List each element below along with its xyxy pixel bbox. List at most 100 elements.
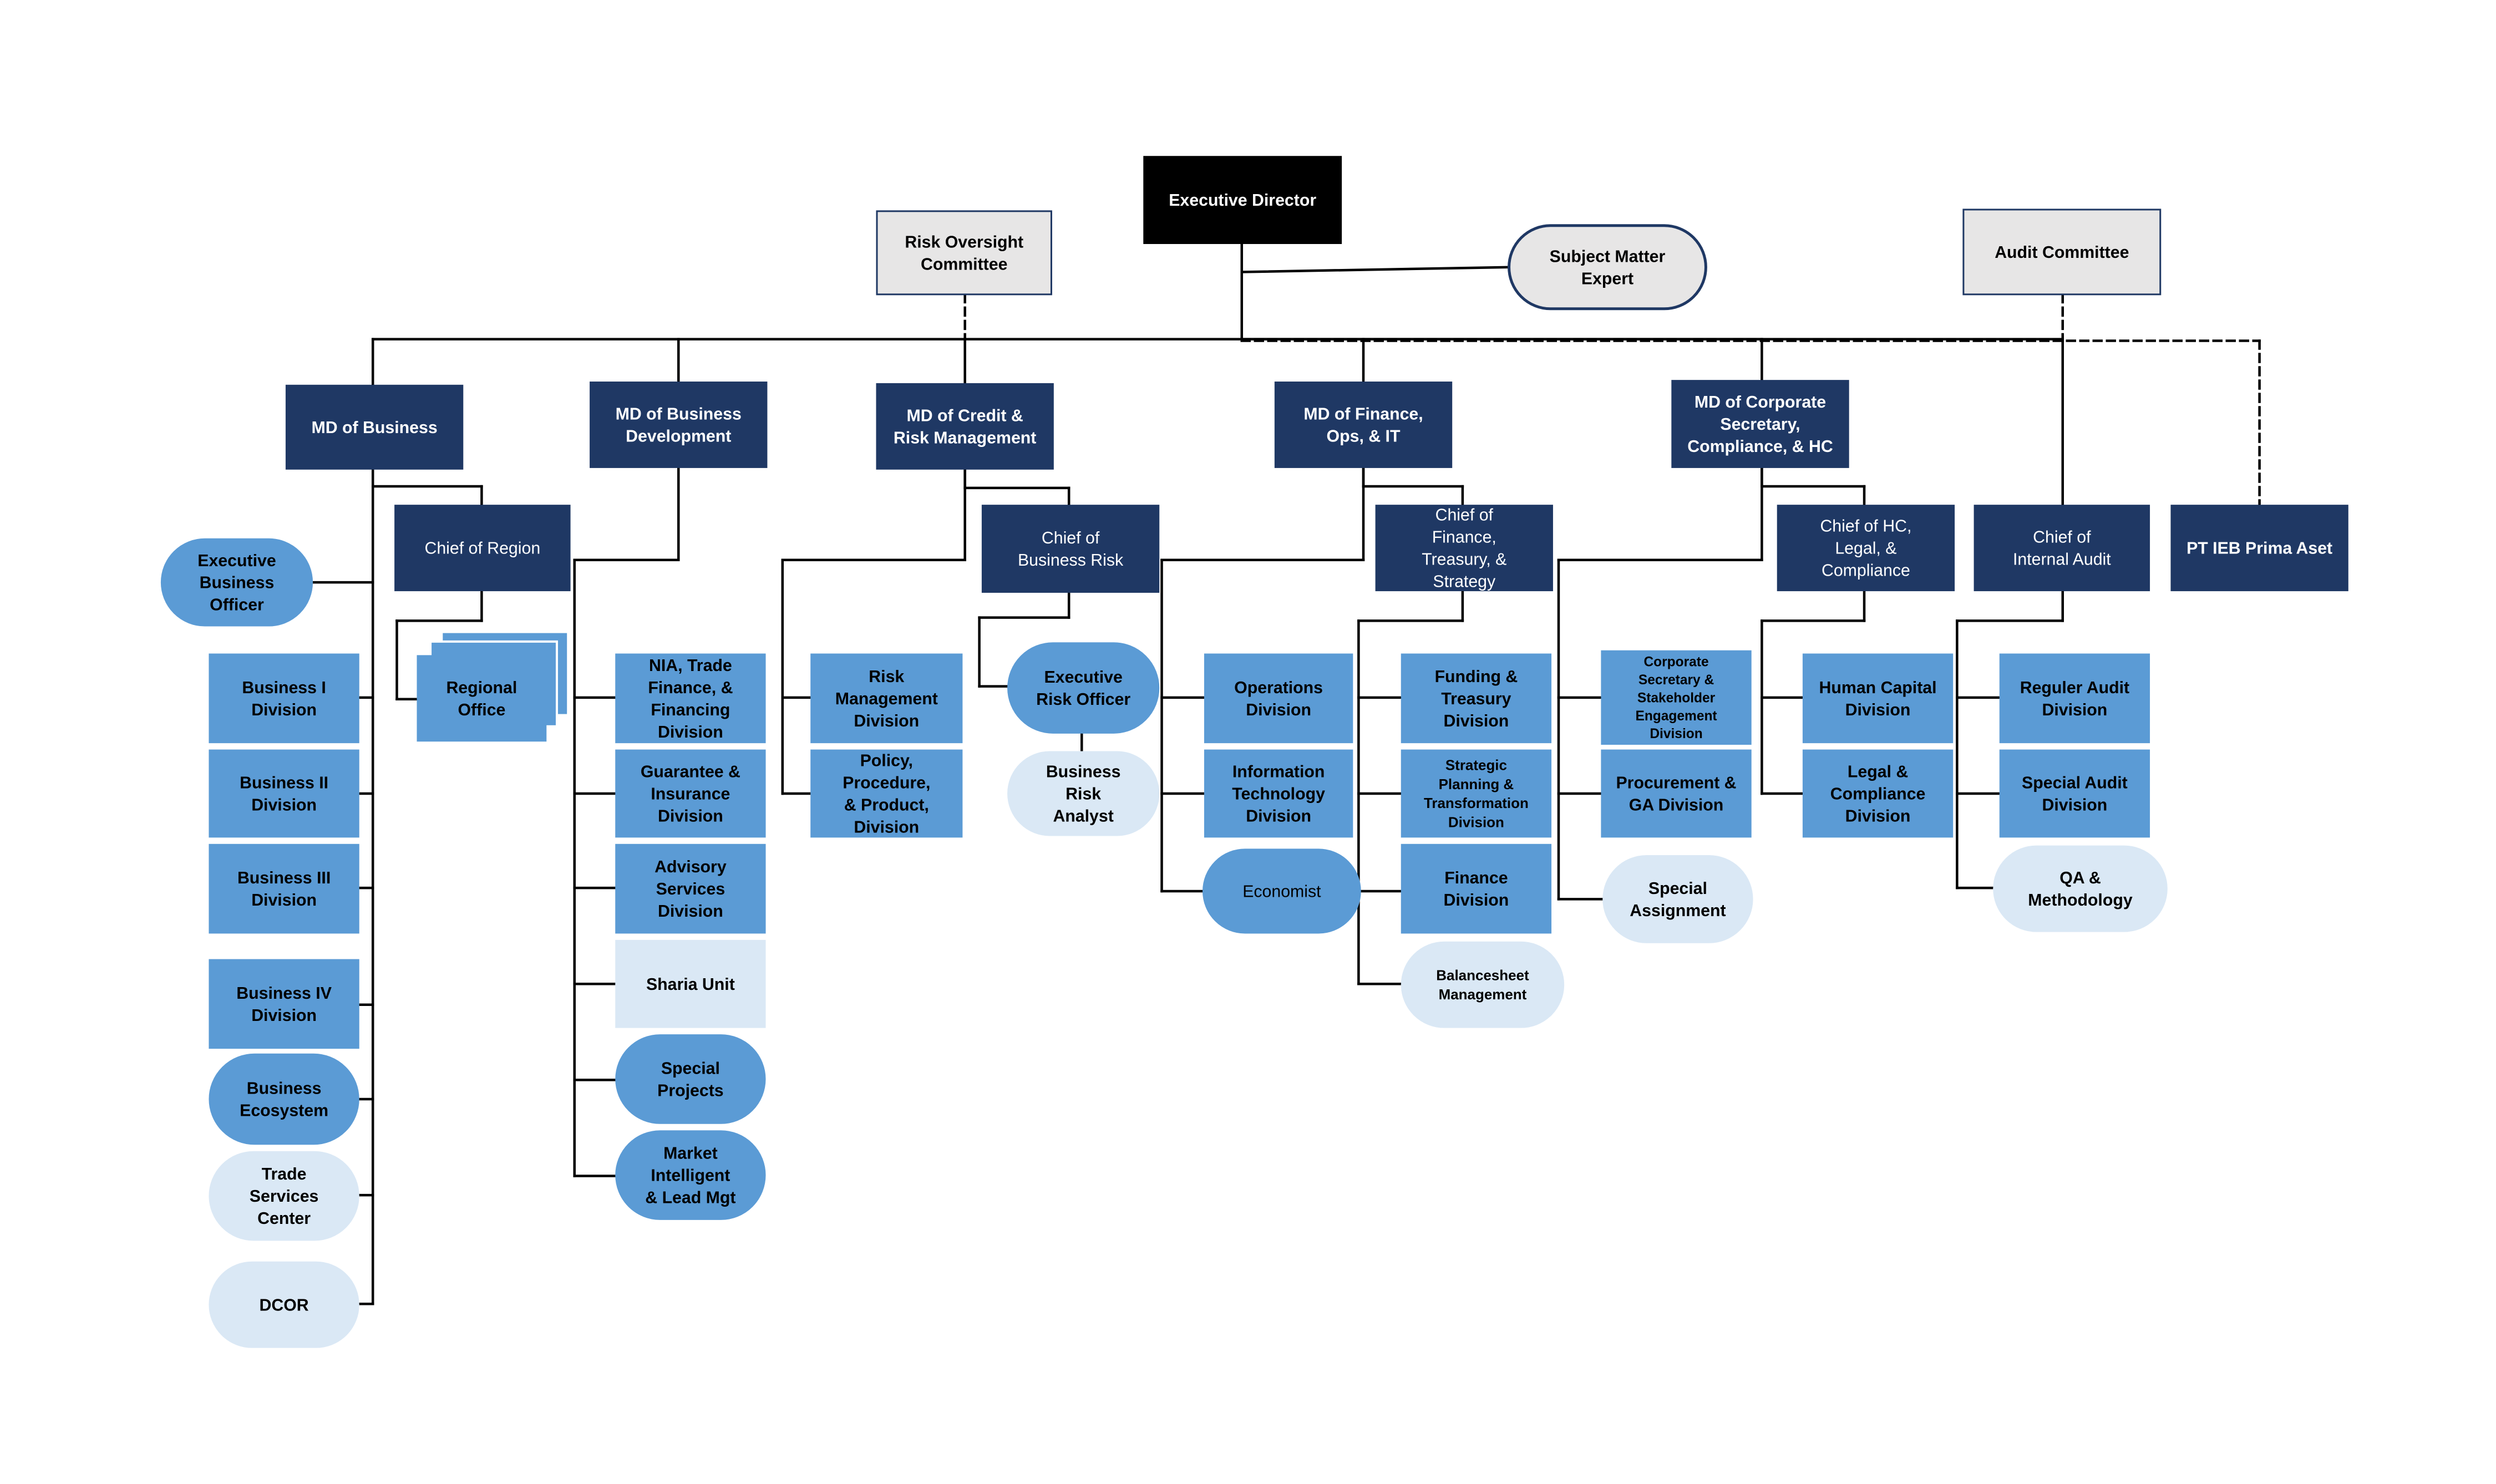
chief-internal-audit-shape: [1974, 505, 2150, 592]
procurement-ga-box: Procurement &GA Division: [1601, 749, 1752, 838]
md-finance-ops-it-shape: [1274, 382, 1453, 468]
business-4-shape: [209, 959, 359, 1049]
pt-ieb-prima-aset-box: PT IEB Prima Aset: [2170, 505, 2348, 592]
risk-oversight-committee-shape: [876, 210, 1052, 296]
md-corporate-secretary-shape: [1671, 380, 1849, 468]
md-business-development-shape: [590, 382, 768, 468]
qa-methodology-shape: [1993, 845, 2168, 932]
md-business-label: MD of Business: [312, 419, 438, 437]
special-projects-shape: [615, 1034, 766, 1124]
procurement-ga-label: Procurement &GA Division: [1616, 774, 1736, 815]
md-credit-risk-shape: [876, 383, 1054, 470]
executive-director-label: Executive Director: [1169, 191, 1316, 210]
md-credit-risk-label: MD of Credit &Risk Management: [894, 406, 1036, 447]
risk-management-division-shape: [810, 653, 963, 744]
reguler-audit-shape: [1999, 653, 2150, 744]
dcor-box: DCOR: [209, 1261, 359, 1348]
chief-hc-legal-shape: [1777, 505, 1955, 592]
funding-treasury-shape: [1401, 653, 1552, 744]
md-finance-ops-it-label: MD of Finance,Ops, & IT: [1303, 405, 1423, 446]
economist-box: Economist: [1203, 848, 1361, 934]
special-audit-shape: [1999, 749, 2150, 838]
pt-ieb-prima-aset-label: PT IEB Prima Aset: [2186, 540, 2332, 558]
trade-services-center-shape: [209, 1151, 359, 1241]
executive-director-shape: [1143, 156, 1342, 245]
strategic-planning-shape: [1401, 749, 1552, 838]
economist-label: Economist: [1242, 883, 1321, 901]
dcor-label: DCOR: [260, 1296, 309, 1314]
subject-matter-expert-shape: [1508, 224, 1707, 311]
chief-business-risk-shape: [981, 505, 1160, 593]
qa-methodology-label: QA &Methodology: [2028, 869, 2133, 909]
md-business-box: MD of Business: [285, 384, 464, 470]
connector-line: [1240, 266, 1510, 273]
md-business-shape: [285, 384, 464, 470]
sharia-unit-box: Sharia Unit: [615, 939, 766, 1028]
business-ecosystem-shape: [209, 1053, 359, 1145]
advisory-services-shape: [615, 843, 766, 934]
chief-finance-treasury-shape: [1375, 505, 1553, 592]
audit-committee-box: Audit Committee: [1962, 209, 2162, 296]
audit-committee-label: Audit Committee: [1995, 243, 2129, 262]
sharia-unit-shape: [615, 939, 766, 1028]
policy-procedure-product-shape: [810, 749, 963, 838]
regional-office-shape: [417, 655, 547, 742]
market-intelligent-shape: [615, 1130, 766, 1220]
audit-committee-shape: [1962, 209, 2162, 296]
business-3-shape: [209, 843, 359, 934]
legal-compliance-shape: [1802, 749, 1954, 838]
dcor-shape: [209, 1261, 359, 1348]
business-risk-analyst-shape: [1007, 751, 1160, 836]
